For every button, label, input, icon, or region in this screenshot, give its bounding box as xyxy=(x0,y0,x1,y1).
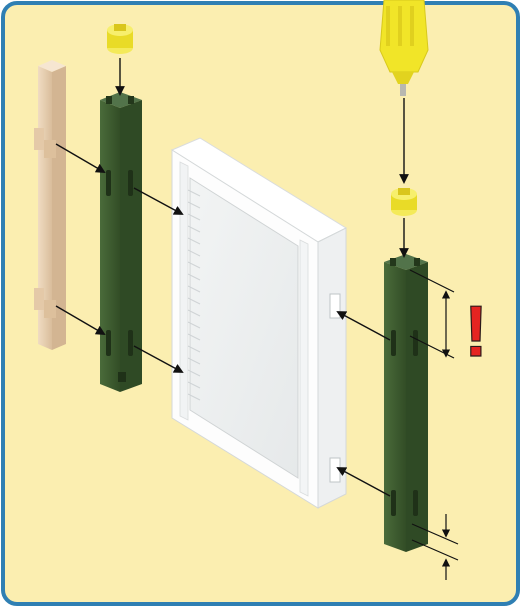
yellow-cap-left xyxy=(107,24,133,54)
warning-exclamation: ! xyxy=(464,292,488,372)
tan-pillar xyxy=(34,60,66,350)
green-pillar-right xyxy=(384,254,428,552)
yellow-cap-right xyxy=(391,188,417,216)
